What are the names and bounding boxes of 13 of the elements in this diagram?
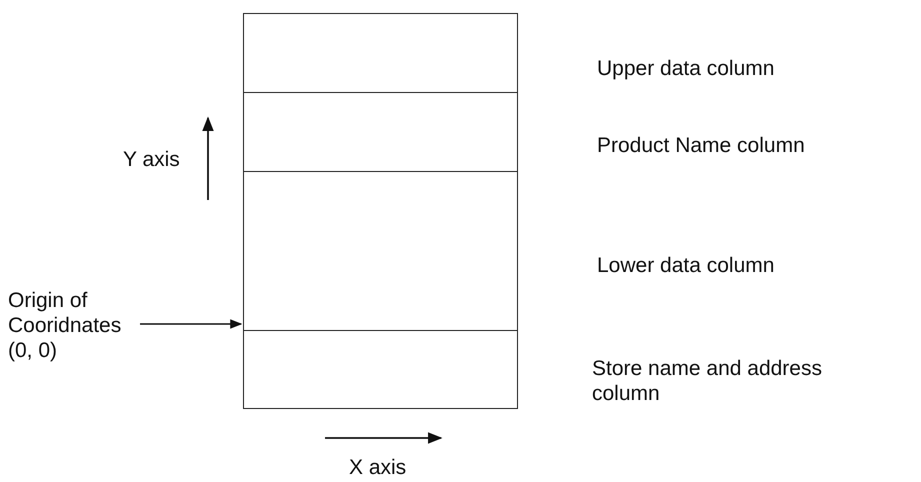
axis-label: Y axis <box>123 147 180 172</box>
origin-label: Origin of Cooridnates <box>8 288 122 338</box>
column-label: Product Name column <box>597 133 806 158</box>
column-band <box>243 13 518 93</box>
column-band <box>243 92 518 172</box>
column-band <box>243 171 518 331</box>
axis-label: X axis <box>349 455 406 480</box>
arrow <box>140 319 242 329</box>
column-label: Store name and address column <box>592 356 823 406</box>
column-band <box>243 330 518 409</box>
column-label: Lower data column <box>597 253 776 278</box>
origin-label: (0, 0) <box>8 338 58 363</box>
column-label: Upper data column <box>597 56 776 81</box>
